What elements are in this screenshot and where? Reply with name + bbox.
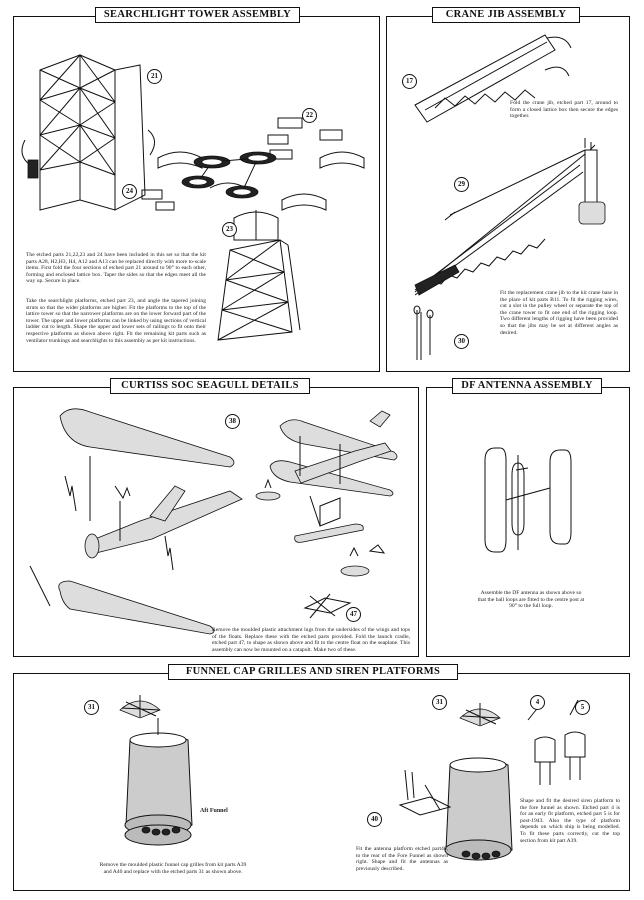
part-number-31-fore: 31	[432, 695, 447, 710]
searchlight-instructions-1: The etched parts 21,22,23 and 24 have be…	[26, 252, 206, 285]
aft-funnel-drawing	[119, 695, 193, 846]
aft-funnel-label: Aft Funnel	[200, 808, 228, 814]
curtiss-instructions: Remove the moulded plastic attachment lu…	[212, 627, 410, 653]
funnel-instructions-1: Remove the moulded plastic funnel cap gr…	[99, 862, 247, 875]
df-title: DF ANTENNA ASSEMBLY	[452, 378, 602, 394]
curtiss-seagull-drawing	[29, 408, 398, 635]
searchlight-instructions-2: Take the searchlight platforms, etched p…	[26, 298, 206, 344]
part-number-22: 22	[302, 108, 317, 123]
part-number-23: 23	[222, 222, 237, 237]
part-number-29: 29	[454, 177, 469, 192]
part-number-24: 24	[122, 184, 137, 199]
part-number-38: 38	[225, 414, 240, 429]
searchlight-title: SEARCHLIGHT TOWER ASSEMBLY	[95, 7, 300, 23]
df-instructions: Assemble the DF antenna as shown above s…	[477, 590, 585, 610]
part-number-31-aft: 31	[84, 700, 99, 715]
part-number-30: 30	[454, 334, 469, 349]
part-number-21: 21	[147, 69, 162, 84]
curtiss-title: CURTISS SOC SEAGULL DETAILS	[110, 378, 310, 394]
part-number-40: 40	[367, 812, 382, 827]
funnel-instructions-3: Shape and fit the desired siren platform…	[520, 798, 620, 844]
crane-instructions-2: Fit the replacement crane jib to the kit…	[500, 290, 618, 336]
part-number-17: 17	[402, 74, 417, 89]
fore-funnel-drawing	[398, 699, 586, 861]
funnel-title: FUNNEL CAP GRILLES AND SIREN PLATFORMS	[168, 664, 458, 680]
part-number-5: 5	[575, 700, 590, 715]
crane-instructions-1: Fold the crane jib, etched part 17, arou…	[510, 100, 618, 120]
searchlight-tower-drawing	[21, 54, 365, 341]
crane-jib-drawing	[413, 34, 606, 360]
crane-title: CRANE JIB ASSEMBLY	[432, 7, 580, 23]
part-number-4: 4	[530, 695, 545, 710]
df-antenna-drawing	[484, 447, 572, 553]
funnel-instructions-2: Fit the antenna platform etched part40, …	[356, 846, 448, 872]
part-number-47: 47	[346, 607, 361, 622]
